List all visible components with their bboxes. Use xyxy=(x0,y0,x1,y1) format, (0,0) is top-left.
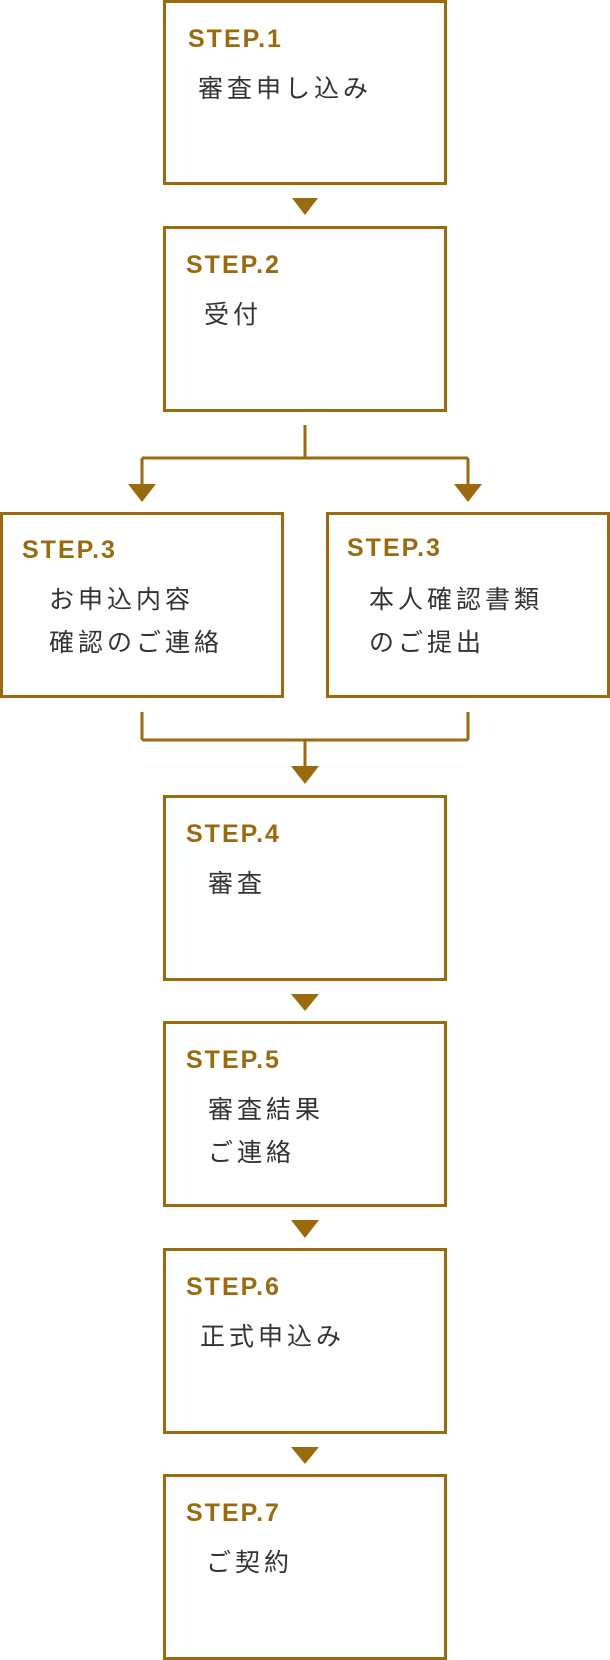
step-description-line: 審査結果 xyxy=(208,1095,325,1124)
step-description: 受付 xyxy=(204,293,262,336)
step-description: 正式申込み xyxy=(200,1315,345,1358)
step-description: お申込内容 確認のご連絡 xyxy=(49,578,223,664)
step-description-line: お申込内容 xyxy=(49,585,195,614)
step-label: STEP.3 xyxy=(347,534,442,562)
step-description: 審査結果 ご連絡 xyxy=(208,1088,324,1174)
step-description: 審査 xyxy=(208,862,266,905)
step-description-line: 審査 xyxy=(208,869,267,898)
arrow-down-icon xyxy=(291,1220,319,1238)
step-description-line: 受付 xyxy=(204,300,263,329)
step-description-line: のご提出 xyxy=(369,628,486,657)
step-description: 本人確認書類 のご提出 xyxy=(369,578,543,664)
step-label: STEP.2 xyxy=(186,251,281,279)
step-description-line: 本人確認書類 xyxy=(369,585,544,614)
step-label: STEP.1 xyxy=(188,25,283,53)
step-label: STEP.3 xyxy=(22,536,117,564)
arrow-down-icon xyxy=(128,484,156,502)
step-description-line: 審査申し込み xyxy=(198,74,373,103)
step-label: STEP.6 xyxy=(186,1273,281,1301)
step-box-4: STEP.4 審査 xyxy=(163,795,447,981)
step-label: STEP.4 xyxy=(186,820,281,848)
step-description: ご契約 xyxy=(206,1541,293,1584)
step-label: STEP.7 xyxy=(186,1499,281,1527)
step-box-2: STEP.2 受付 xyxy=(163,226,447,412)
step-label: STEP.5 xyxy=(186,1046,281,1074)
arrow-down-icon xyxy=(292,198,318,215)
arrow-down-icon xyxy=(291,994,319,1011)
step-box-3-application-confirmation: STEP.3 お申込内容 確認のご連絡 xyxy=(0,512,284,698)
step-description-line: ご連絡 xyxy=(208,1138,296,1167)
arrow-down-icon xyxy=(454,484,482,502)
step-description-line: 確認のご連絡 xyxy=(49,628,224,657)
step-description-line: 正式申込み xyxy=(200,1322,346,1351)
step-box-5: STEP.5 審査結果 ご連絡 xyxy=(163,1021,447,1207)
step-box-7: STEP.7 ご契約 xyxy=(163,1474,447,1660)
arrow-down-icon xyxy=(291,766,319,784)
step-description: 審査申し込み xyxy=(198,67,372,110)
step-box-1: STEP.1 審査申し込み xyxy=(163,0,447,185)
step-description-line: ご契約 xyxy=(206,1548,294,1577)
arrow-down-icon xyxy=(291,1447,319,1464)
step-box-3-identity-documents: STEP.3 本人確認書類 のご提出 xyxy=(326,512,610,698)
step-box-6: STEP.6 正式申込み xyxy=(163,1248,447,1434)
